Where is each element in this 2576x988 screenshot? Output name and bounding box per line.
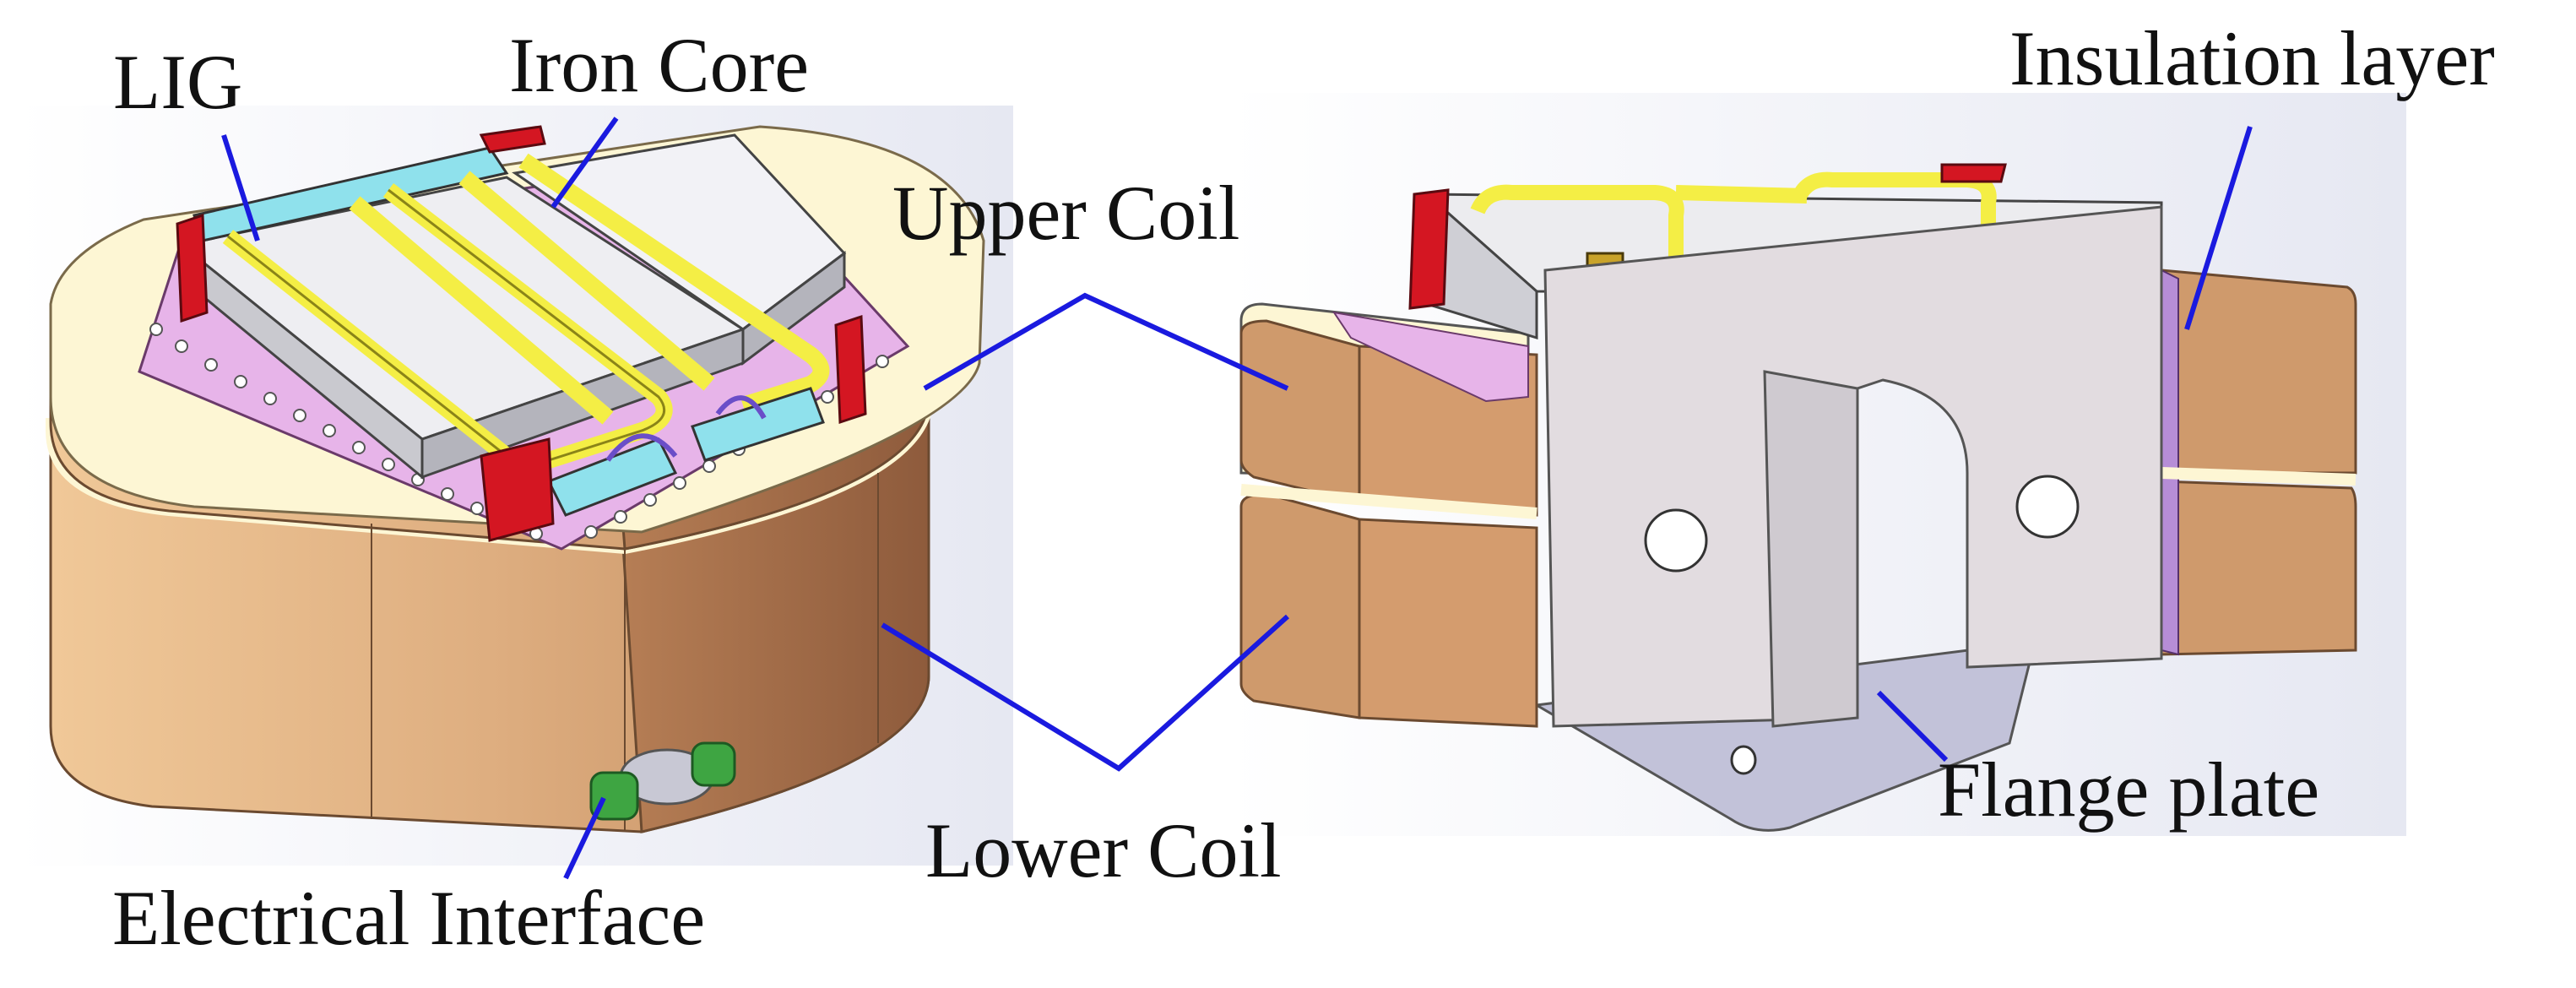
leader-insulation-layer: [2184, 126, 2253, 330]
bracket-holes: [1644, 475, 2080, 573]
left-terminals: [546, 387, 825, 517]
leader-lower-coil: [881, 614, 1290, 772]
leader-lines: [221, 117, 2253, 880]
right-assembly: [1228, 93, 2406, 836]
left-assembly: [17, 106, 1013, 866]
label-insulation-layer: Insulation layer: [2009, 15, 2495, 101]
leader-upper-coil: [923, 292, 1289, 391]
right-right-coil-stack: [2160, 269, 2357, 656]
label-iron-core: Iron Core: [509, 22, 809, 108]
leader-electrical-interface: [563, 796, 606, 880]
left-electrical-interface: [589, 741, 736, 821]
right-left-coil-stack: [1239, 302, 1538, 728]
leader-flange-plate: [1876, 690, 1949, 763]
left-clamps: [176, 125, 867, 542]
right-clamps: [1408, 163, 2007, 310]
leader-iron-core: [550, 117, 619, 209]
label-lower-coil: Lower Coil: [925, 807, 1282, 893]
leader-lig: [221, 134, 260, 242]
label-electrical-interface: Electrical Interface: [112, 875, 705, 961]
right-bracket-inner-face: [1763, 370, 1859, 728]
label-upper-coil: Upper Coil: [892, 170, 1239, 256]
left-iron-core: [178, 133, 847, 480]
right-flange-plate: [1532, 640, 2036, 832]
label-lig: LIG: [113, 39, 242, 125]
label-flange-plate: Flange plate: [1938, 746, 2319, 833]
